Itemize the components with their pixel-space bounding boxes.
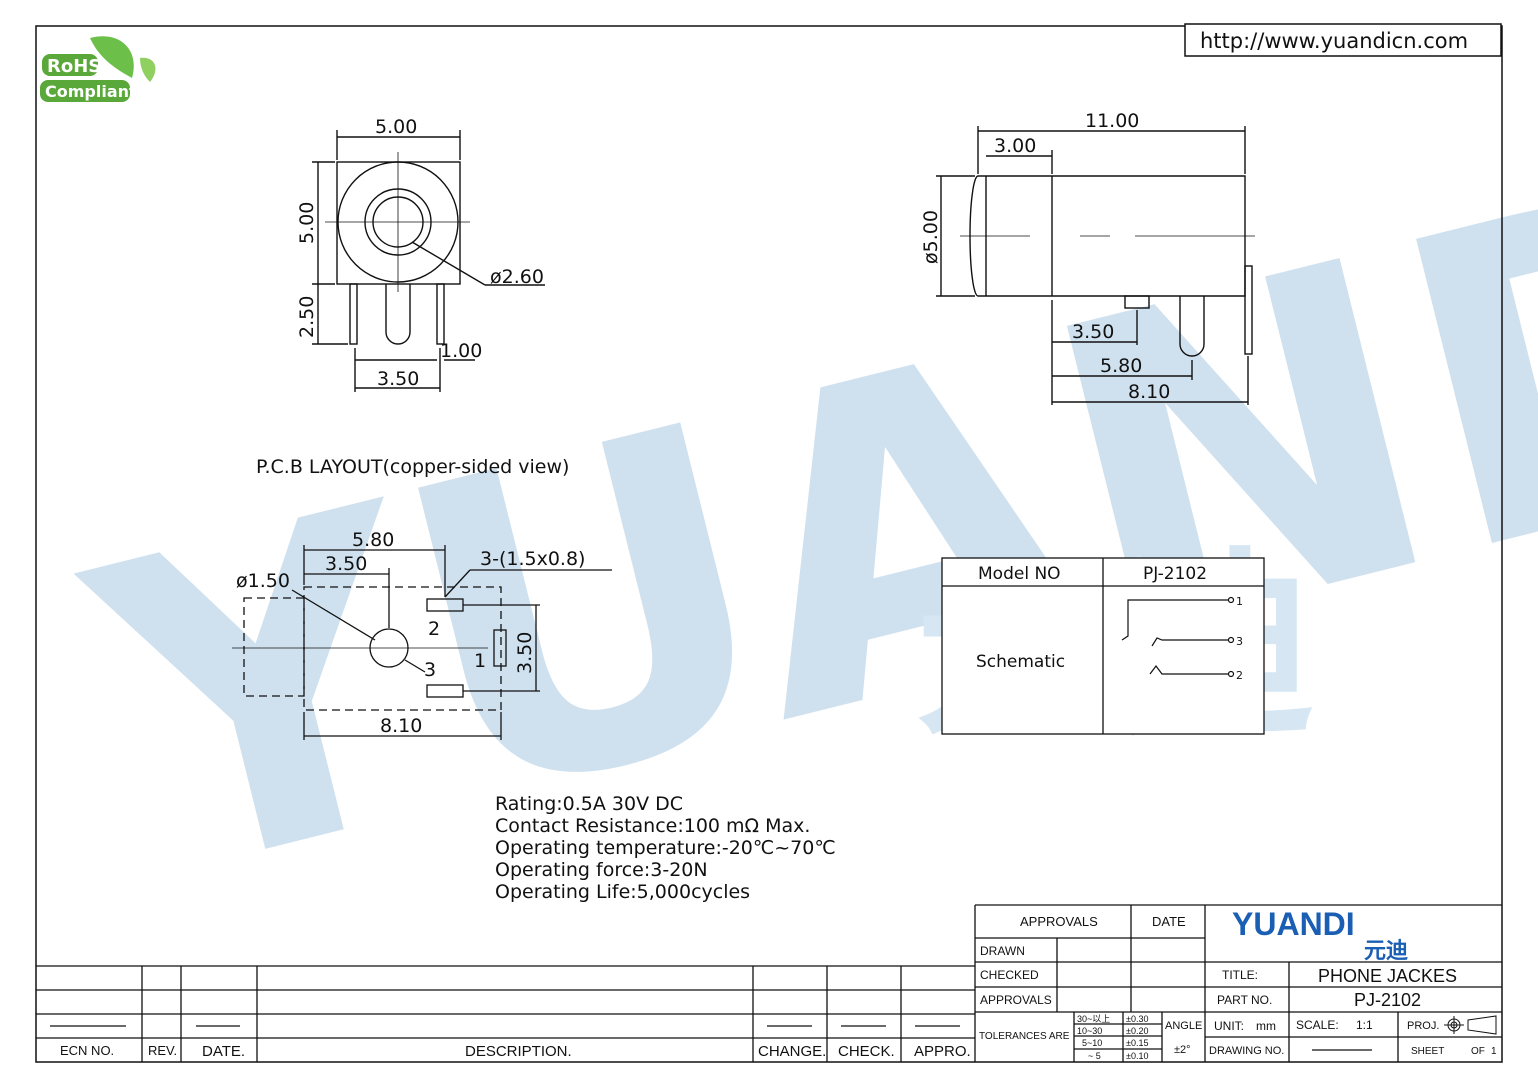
url-box: http://www.yuandicn.com [1184, 23, 1502, 57]
schematic-label: Schematic [976, 652, 1065, 672]
tb-drawn: DRAWN [980, 944, 1025, 958]
front-view-labels: 5.00 5.00 2.50 ø2.60 1.00 3.50 [296, 116, 544, 390]
pcb-pin-2: 2 [428, 618, 440, 640]
side-view [936, 126, 1255, 405]
tb-scale-value: 1:1 [1356, 1018, 1373, 1032]
url-text: http://www.yuandicn.com [1200, 29, 1468, 53]
rohs-line2: Compliant [45, 82, 137, 101]
tb-tol-range-1: 30~以上 [1077, 1014, 1110, 1024]
front-view [312, 130, 545, 392]
pcb-labels: 5.80 3.50 ø1.50 3-(1.5x0.8) 2 1 3 3.50 8… [236, 529, 585, 737]
dim-front-height: 5.00 [296, 202, 318, 244]
revision-labels: ECN NO. REV. DATE. DESCRIPTION. CHANGE. … [60, 1043, 971, 1060]
rev-rev: REV. [148, 1043, 177, 1058]
tb-tol-value-4: ±0.10 [1126, 1051, 1148, 1061]
pcb-title: P.C.B LAYOUT(copper-sided view) [256, 456, 569, 478]
tb-tol-range-3: 5~10 [1082, 1038, 1102, 1048]
specifications: Rating:0.5A 30V DC Contact Resistance:10… [495, 793, 836, 903]
spec-force: Operating force:3-20N [495, 859, 708, 881]
schematic-symbol [1121, 596, 1235, 678]
rev-date: DATE. [202, 1043, 245, 1060]
title-block [975, 904, 1502, 1062]
leaf-icon-small [140, 57, 156, 82]
schematic-pin-2: 2 [1236, 669, 1243, 682]
dim-pin-3: 8.10 [1128, 381, 1170, 403]
rev-check: CHECK. [838, 1043, 895, 1060]
rev-ecn: ECN NO. [60, 1043, 114, 1058]
dim-pin-pitch: 3.50 [377, 368, 419, 390]
revision-block [36, 905, 976, 1062]
tb-logo-cjk: 元迪 [1364, 938, 1408, 963]
dim-pcb-810: 8.10 [380, 715, 422, 737]
dim-pcb-580: 5.80 [352, 529, 394, 551]
tb-title-value: PHONE JACKES [1318, 966, 1457, 986]
pcb-pin-1: 1 [474, 650, 486, 672]
dim-pin-1: 3.50 [1072, 321, 1114, 343]
leaf-icon [90, 36, 134, 78]
dim-bore: ø2.60 [490, 266, 544, 288]
dim-pcb-hole: ø1.50 [236, 570, 290, 592]
rohs-badge: RoHS Compliant [40, 36, 156, 102]
tb-sheet-of: OF [1471, 1046, 1485, 1057]
tb-tol-value-1: ±0.30 [1126, 1014, 1148, 1024]
tb-date-header: DATE [1152, 914, 1186, 929]
dim-pcb-350: 3.50 [325, 553, 367, 575]
tb-unit-value: mm [1256, 1019, 1276, 1033]
rohs-line1: RoHS [47, 56, 101, 77]
dim-length: 11.00 [1085, 110, 1139, 132]
dim-pin-width: 1.00 [440, 340, 482, 362]
title-block-labels: APPROVALS DATE DRAWN CHECKED APPROVALS T… [979, 906, 1497, 1061]
tb-checked: CHECKED [980, 968, 1039, 982]
spec-resistance: Contact Resistance:100 mΩ Max. [495, 815, 810, 837]
spec-temperature: Operating temperature:-20℃~70℃ [495, 837, 836, 859]
tb-tolerances: TOLERANCES ARE [979, 1031, 1070, 1042]
dim-pin-2: 5.80 [1100, 355, 1142, 377]
tb-drawing-label: DRAWING NO. [1209, 1045, 1284, 1057]
tb-tol-range-2: 10~30 [1077, 1026, 1102, 1036]
tb-proj-label: PROJ. [1407, 1020, 1439, 1032]
dim-front-section: 3.00 [994, 135, 1036, 157]
tb-tol-value-3: ±0.15 [1126, 1038, 1148, 1048]
projection-icon [1444, 1015, 1497, 1035]
rev-description: DESCRIPTION. [465, 1043, 572, 1060]
tb-sheet-label: SHEET [1411, 1046, 1444, 1057]
tb-angle-label: ANGLE [1165, 1020, 1202, 1032]
tb-sheet-total: 1 [1491, 1046, 1497, 1057]
tb-unit-label: UNIT: [1214, 1019, 1244, 1033]
schematic-pin-3: 3 [1236, 635, 1243, 648]
model-value: PJ-2102 [1143, 564, 1207, 584]
dim-pcb-pads: 3-(1.5x0.8) [480, 548, 585, 570]
rev-change: CHANGE. [758, 1043, 826, 1060]
tb-tol-value-2: ±0.20 [1126, 1026, 1148, 1036]
spec-rating: Rating:0.5A 30V DC [495, 793, 683, 815]
tb-scale-label: SCALE: [1296, 1018, 1339, 1032]
tb-title-label: TITLE: [1222, 968, 1258, 982]
dim-front-width: 5.00 [375, 116, 417, 138]
tb-approvals-header: APPROVALS [1020, 914, 1098, 929]
model-label: Model NO [978, 564, 1061, 584]
tb-part-value: PJ-2102 [1354, 990, 1421, 1010]
model-box [941, 557, 1265, 735]
tb-tol-range-4: ~ 5 [1088, 1051, 1101, 1061]
sheet-border [35, 25, 1503, 1063]
dim-diameter: ø5.00 [920, 210, 942, 264]
dim-pcb-350v: 3.50 [514, 632, 536, 674]
pcb-layout [232, 545, 612, 740]
side-view-labels: 11.00 3.00 ø5.00 3.50 5.80 8.10 [920, 110, 1170, 403]
tb-angle-value: ±2° [1174, 1044, 1191, 1056]
spec-life: Operating Life:5,000cycles [495, 881, 750, 903]
schematic-pin-1: 1 [1236, 595, 1243, 608]
tb-logo-latin: YUANDI [1232, 906, 1355, 942]
pcb-pin-3: 3 [424, 659, 436, 681]
dim-pin-length: 2.50 [296, 296, 318, 338]
tb-approvals: APPROVALS [980, 993, 1052, 1007]
tb-part-label: PART NO. [1217, 993, 1272, 1007]
rev-appro: APPRO. [914, 1043, 971, 1060]
